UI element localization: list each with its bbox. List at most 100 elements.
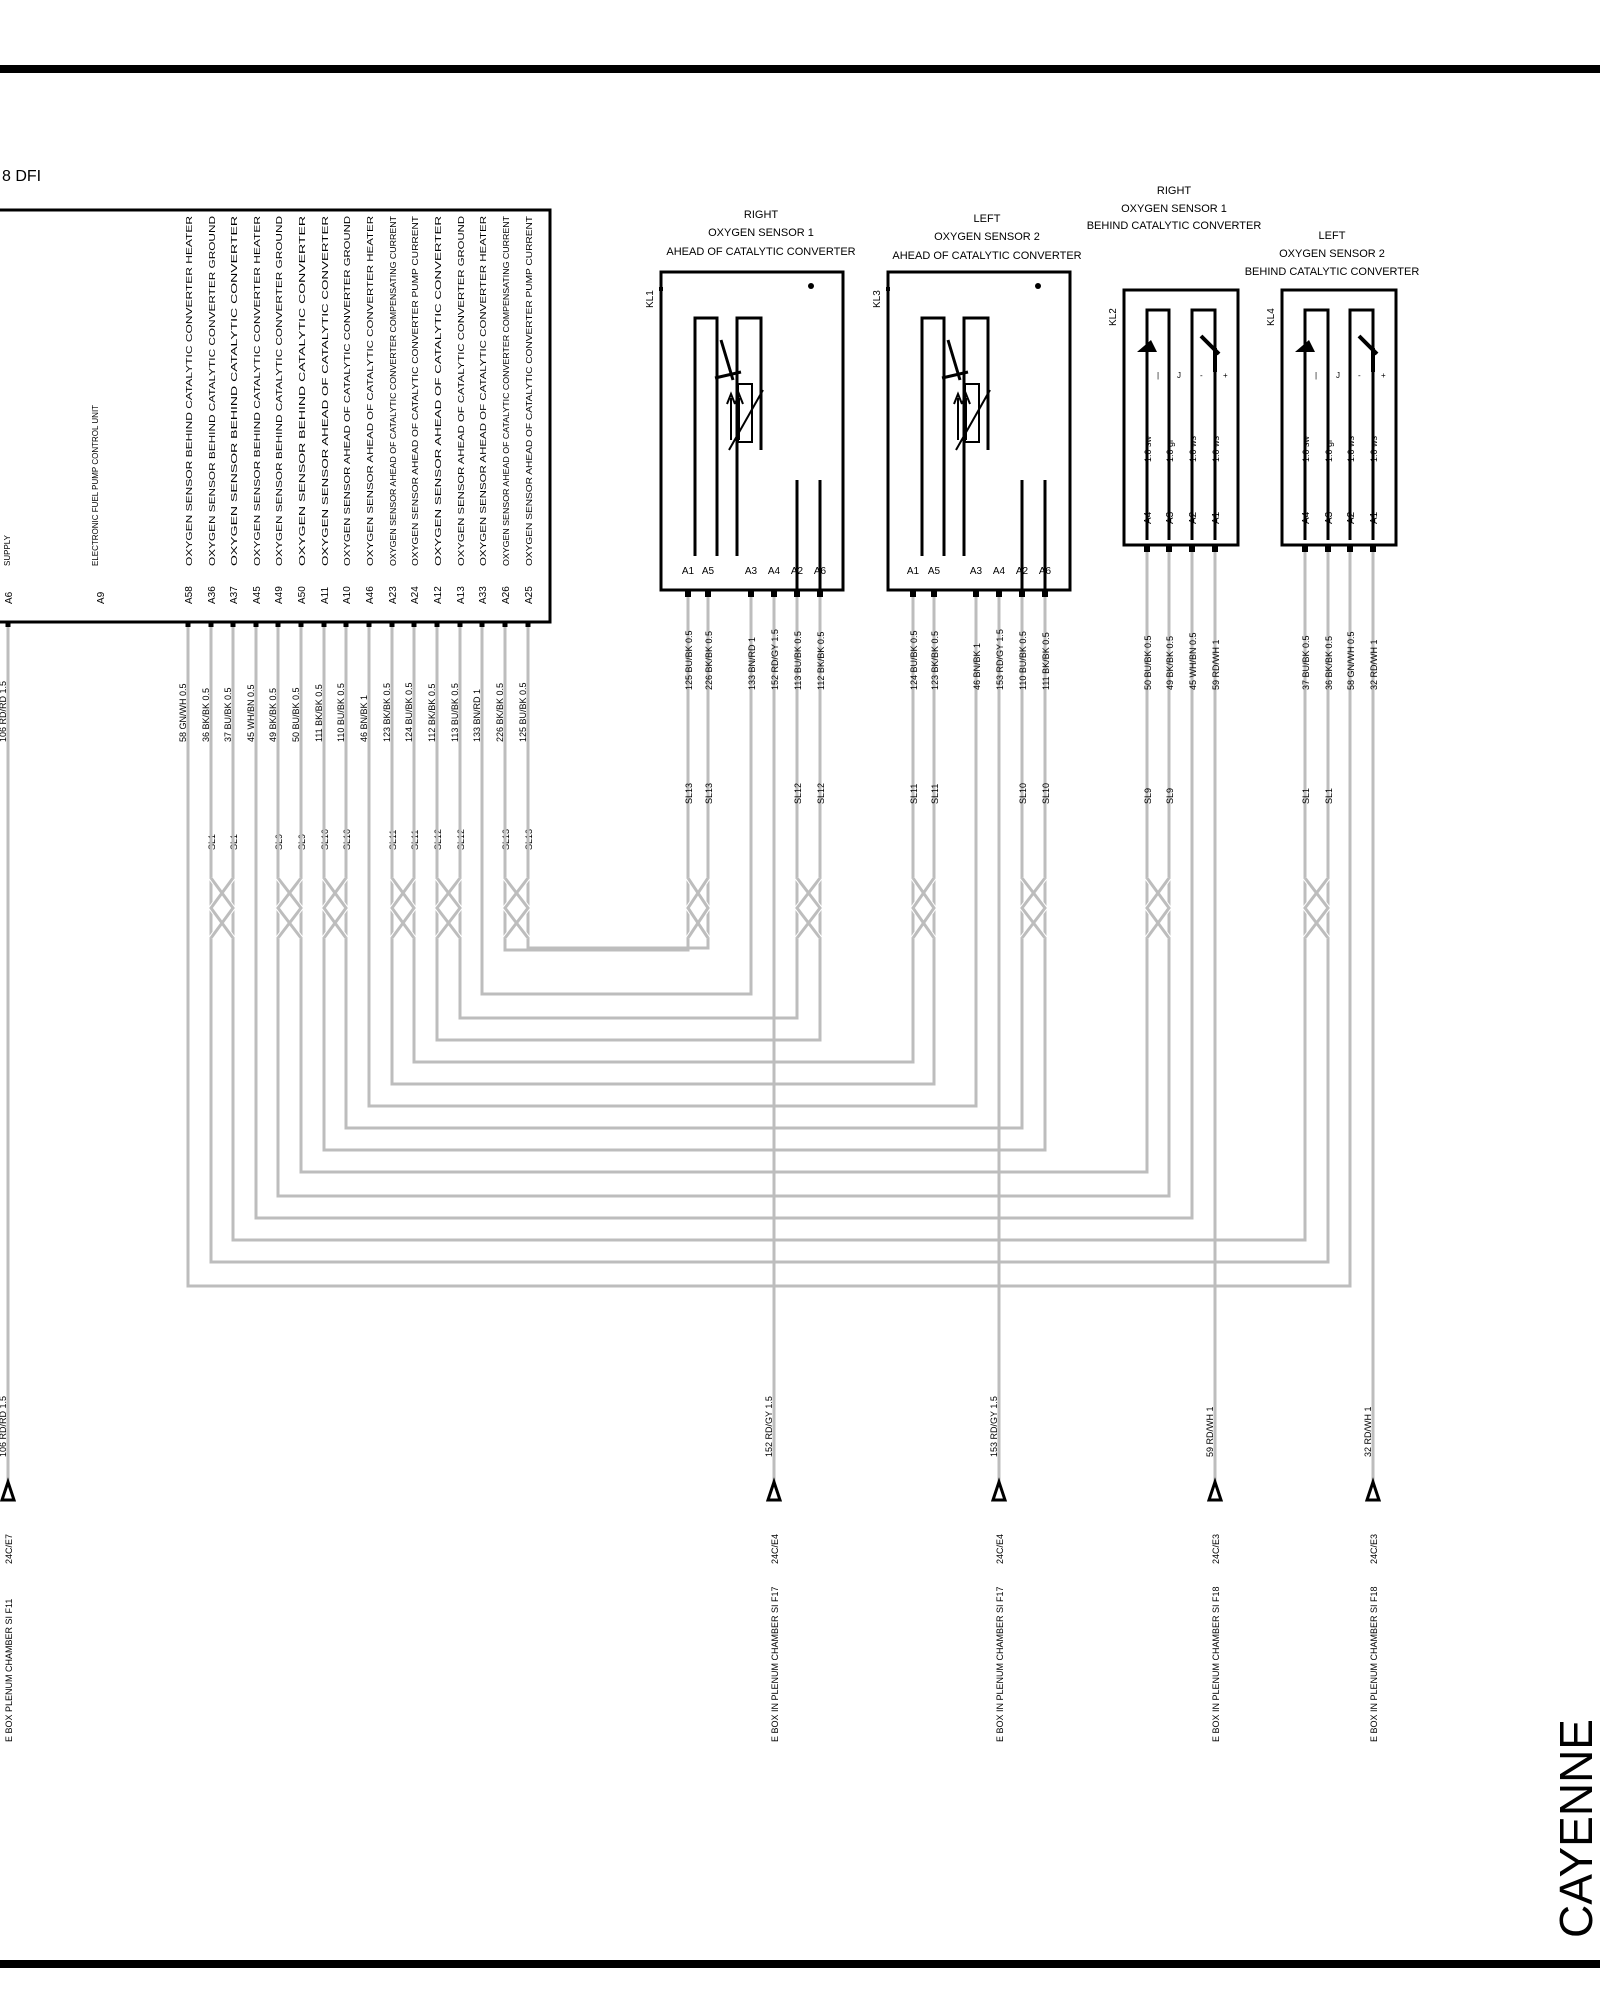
sensor-wire-label: 36 BK/BK 0.5	[1324, 636, 1334, 690]
twist-mask	[207, 876, 237, 940]
route-A50-KL2	[299, 627, 1149, 1174]
sensor-shield-label: SL12	[816, 783, 826, 804]
sensor-pin-number: A1	[907, 566, 920, 577]
ecu-wire-label: 110 BU/BK 0.5	[336, 683, 346, 742]
sensor-pole-mark: -	[1200, 371, 1203, 380]
route-A37-KL4	[231, 627, 1307, 1242]
sensor-pin-terminal	[1042, 590, 1048, 597]
ecu-wire-label: 49 BK/BK 0.5	[268, 688, 278, 742]
sensor-pole-mark: J	[1177, 371, 1181, 380]
sensor-wire-label: 50 BU/BK 0.5	[1143, 635, 1153, 690]
sensor-wire-label: 110 BU/BK 0.5	[1018, 631, 1028, 690]
ecu-pin-label: OXYGEN SENSOR AHEAD OF CATALYTIC CONVERT…	[411, 216, 420, 566]
sensor-wire-label: 123 BK/BK 0.5	[930, 631, 940, 690]
sensor-title-line: RIGHT	[1157, 185, 1192, 197]
sensor-pump-arrows	[726, 391, 744, 440]
twisted-pair-marker	[209, 877, 235, 939]
route-A45-KL2	[254, 627, 1194, 1220]
twisted-pair-marker	[1145, 877, 1171, 939]
sensor-shield-label: SL1	[1324, 788, 1334, 804]
sensor-wire-label: 112 BK/BK 0.5	[816, 632, 826, 690]
ecu-pin-label: OXYGEN SENSOR AHEAD OF CATALYTIC CONVERT…	[457, 216, 466, 566]
ecu-pin-label: OXYGEN SENSOR AHEAD OF CATALYTIC CONVERT…	[434, 216, 443, 566]
ecu-pin-number: A10	[342, 586, 353, 604]
ecu-pin-terminal	[230, 621, 236, 627]
fuel-pump-label: ELECTRONIC FUEL PUMP CONTROL UNIT	[91, 405, 100, 566]
ecu-pin-label: OXYGEN SENSOR AHEAD OF CATALYTIC CONVERT…	[366, 216, 375, 566]
sensor-pin-terminal	[705, 590, 711, 597]
connector-wire-label: 152 RD/GY 1.5	[764, 1396, 774, 1457]
ecu-pin-terminal	[457, 621, 463, 627]
connector-ref: 24C/E4	[770, 1534, 780, 1564]
sensor-pump-arrows	[953, 391, 971, 440]
ecu-pin-label: OXYGEN SENSOR BEHIND CATALYTIC CONVERTER…	[253, 216, 262, 566]
ecu-wire-label: 58 GN/WH 0.5	[178, 683, 188, 742]
sensor-wire-label: 153 RD/GY 1.5	[995, 629, 1005, 690]
sensor-shield-label: SL10	[1041, 783, 1051, 804]
sensor-pin-terminal	[1302, 545, 1308, 552]
twisted-pair-marker	[911, 877, 936, 939]
ecu-pin-terminal	[185, 621, 191, 627]
sensor-title-line: AHEAD OF CATALYTIC CONVERTER	[666, 246, 855, 258]
sensor-pole-mark: |	[1315, 371, 1317, 380]
connector-terminal-icon	[765, 1477, 783, 1502]
sensor-pin-terminal	[1019, 590, 1025, 597]
sensor-heater-symbol	[1137, 340, 1157, 352]
ecu-pin-label: OXYGEN SENSOR BEHIND CATALYTIC CONVERTER…	[275, 216, 284, 566]
sensor-pin-terminal	[771, 590, 777, 597]
sensor-pin-terminal	[1166, 545, 1172, 552]
sensor-cell-symbol	[1357, 334, 1379, 372]
sensor-wire-label: 46 BN/BK 1	[972, 643, 982, 690]
sensor-housing	[1122, 288, 1240, 547]
ecu-wire-label: 112 BK/BK 0.5	[427, 684, 437, 742]
sensor-pin-terminal	[1325, 545, 1331, 552]
sensor-id-label: KL4	[1266, 308, 1277, 326]
route-A33-KL1	[480, 627, 753, 996]
ecu-pin-label: OXYGEN SENSOR BEHIND CATALYTIC CONVERTER	[298, 216, 307, 566]
sensor-pin-terminal	[973, 590, 979, 597]
sensor-pin-number: A3	[970, 566, 983, 577]
supply-wire-label-lower: 106 RD/RD 1.5	[0, 1396, 8, 1457]
sensor-id-label: KL2	[1108, 308, 1119, 326]
ecu-wire-label: 46 BN/BK 1	[359, 695, 369, 742]
brand-text: CAYENNE	[1550, 1719, 1600, 1938]
sensor-wire-label: 49 BK/BK 0.5	[1165, 636, 1175, 690]
ecu-wire-label: 123 BK/BK 0.5	[382, 683, 392, 742]
sensor-pole-mark: +	[1381, 371, 1386, 380]
ecu-pin-label: OXYGEN SENSOR BEHIND CATALYTIC CONVERTER…	[185, 216, 194, 566]
twisted-pair-marker	[435, 877, 462, 939]
ecu-wire-label: 37 BU/BK 0.5	[223, 687, 233, 742]
sensor-shield-label: SL1	[1301, 788, 1311, 804]
ecu-pin-label: OXYGEN SENSOR AHEAD OF CATALYTIC CONVERT…	[389, 216, 398, 566]
ecu-pin-terminal	[479, 621, 485, 627]
route-A13-KL1	[458, 627, 799, 1020]
sensor-element-lines	[1145, 308, 1217, 540]
route-A24-KL3	[412, 627, 915, 1064]
ecu-pin-number: A12	[433, 586, 444, 604]
sensor-pin-terminal	[931, 590, 937, 597]
ecu-pin-number: A37	[229, 586, 240, 604]
sensor-pin-terminal	[1212, 545, 1218, 552]
sensor-cell-symbol	[941, 339, 969, 381]
twisted-pair-marker	[322, 877, 348, 939]
connector-ref: 24C/E7	[4, 1534, 14, 1564]
connector-wire-label: 59 RD/WH 1	[1205, 1406, 1215, 1457]
route-A25-KL1	[526, 627, 710, 950]
twist-mask	[501, 876, 532, 940]
twist-mask	[274, 876, 305, 940]
ecu-pin-number: A13	[456, 586, 467, 604]
connector-location: E BOX IN PLENUM CHAMBER SI F18	[1369, 1586, 1379, 1742]
sensor-pin-terminal	[794, 590, 800, 597]
ecu-pin-number: A36	[207, 586, 218, 604]
twisted-pair-marker	[686, 877, 710, 939]
ecu-pin-terminal	[434, 621, 440, 627]
ecu-wire-label: 45 WH/BN 0.5	[246, 684, 256, 742]
ecu-pin-number: A6	[4, 591, 15, 604]
ecu-pin-number: A23	[388, 586, 399, 604]
twisted-pair-marker	[276, 877, 303, 939]
connector-terminal-icon	[0, 1477, 17, 1502]
ecu-pin-terminal	[411, 621, 417, 627]
